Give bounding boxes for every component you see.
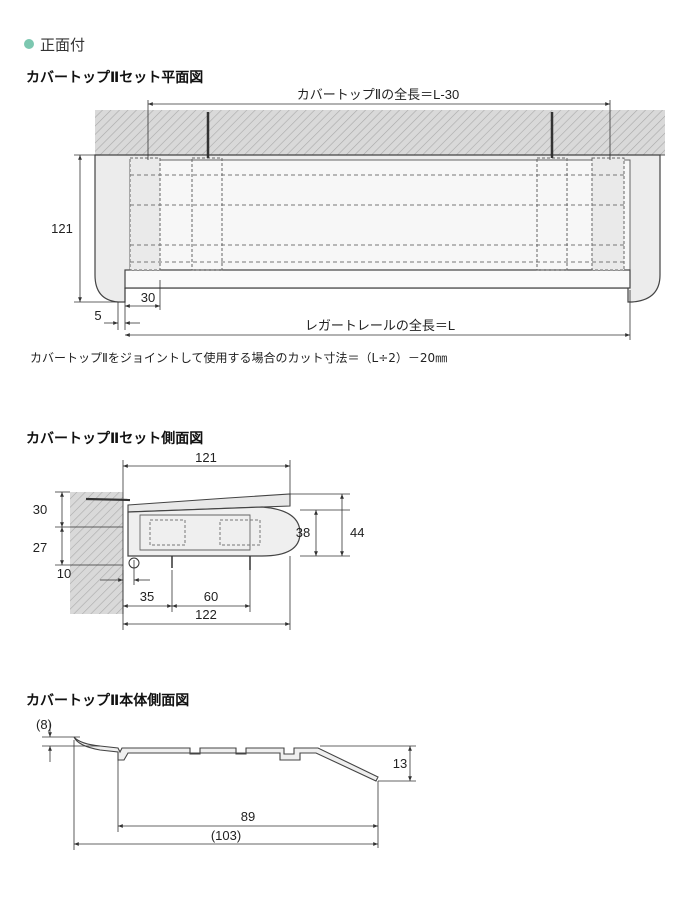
plan-height-dimension: 121 <box>51 221 73 236</box>
body-103-dimension: (103) <box>211 828 241 843</box>
plan-view-title: カバートップⅡセット平面図 <box>26 70 204 86</box>
section-header: 正面付 <box>24 34 85 55</box>
side-122-dimension: 122 <box>195 607 217 622</box>
side-wall <box>70 492 123 614</box>
side-60-dimension: 60 <box>204 589 218 604</box>
body-89-dimension: 89 <box>241 809 255 824</box>
plan-wall <box>95 110 665 155</box>
body-side-view-title: カバートップⅡ本体側面図 <box>26 693 190 709</box>
plan-30-dimension: 30 <box>141 290 155 305</box>
plan-5-dimension: 5 <box>94 308 101 323</box>
side-30-dimension: 30 <box>33 502 47 517</box>
plan-rail <box>124 269 631 289</box>
side-10-dimension: 10 <box>57 566 71 581</box>
side-38-dimension: 38 <box>296 525 310 540</box>
side-screw <box>85 497 131 502</box>
body-side-view: (8) 13 89 (103) <box>36 717 416 850</box>
plan-rail-dimension: レガートレールの全長＝L <box>305 318 455 333</box>
bullet-dot-icon <box>24 39 34 49</box>
header-label: 正面付 <box>40 36 86 54</box>
side-view-title: カバートップⅡセット側面図 <box>26 431 204 447</box>
side-cover-body <box>127 506 301 557</box>
plan-top-dimension: カバートップⅡの全長＝L-30 <box>297 87 459 102</box>
side-44-dimension: 44 <box>350 525 364 540</box>
body-13-dimension: 13 <box>393 756 407 771</box>
side-view: 121 30 27 10 38 44 35 60 122 <box>33 450 364 630</box>
side-35-dimension: 35 <box>140 589 154 604</box>
body-8-dimension: (8) <box>36 717 52 732</box>
side-27-dimension: 27 <box>33 540 47 555</box>
body-profile <box>73 736 379 782</box>
plan-view: カバートップⅡの全長＝L-30 121 30 5 レガートレールの全長＝L <box>51 87 665 340</box>
side-121-dimension: 121 <box>195 450 217 465</box>
cut-dimension-note: カバートップⅡをジョイントして使用する場合のカット寸法＝（L÷2）－20㎜ <box>30 351 448 365</box>
